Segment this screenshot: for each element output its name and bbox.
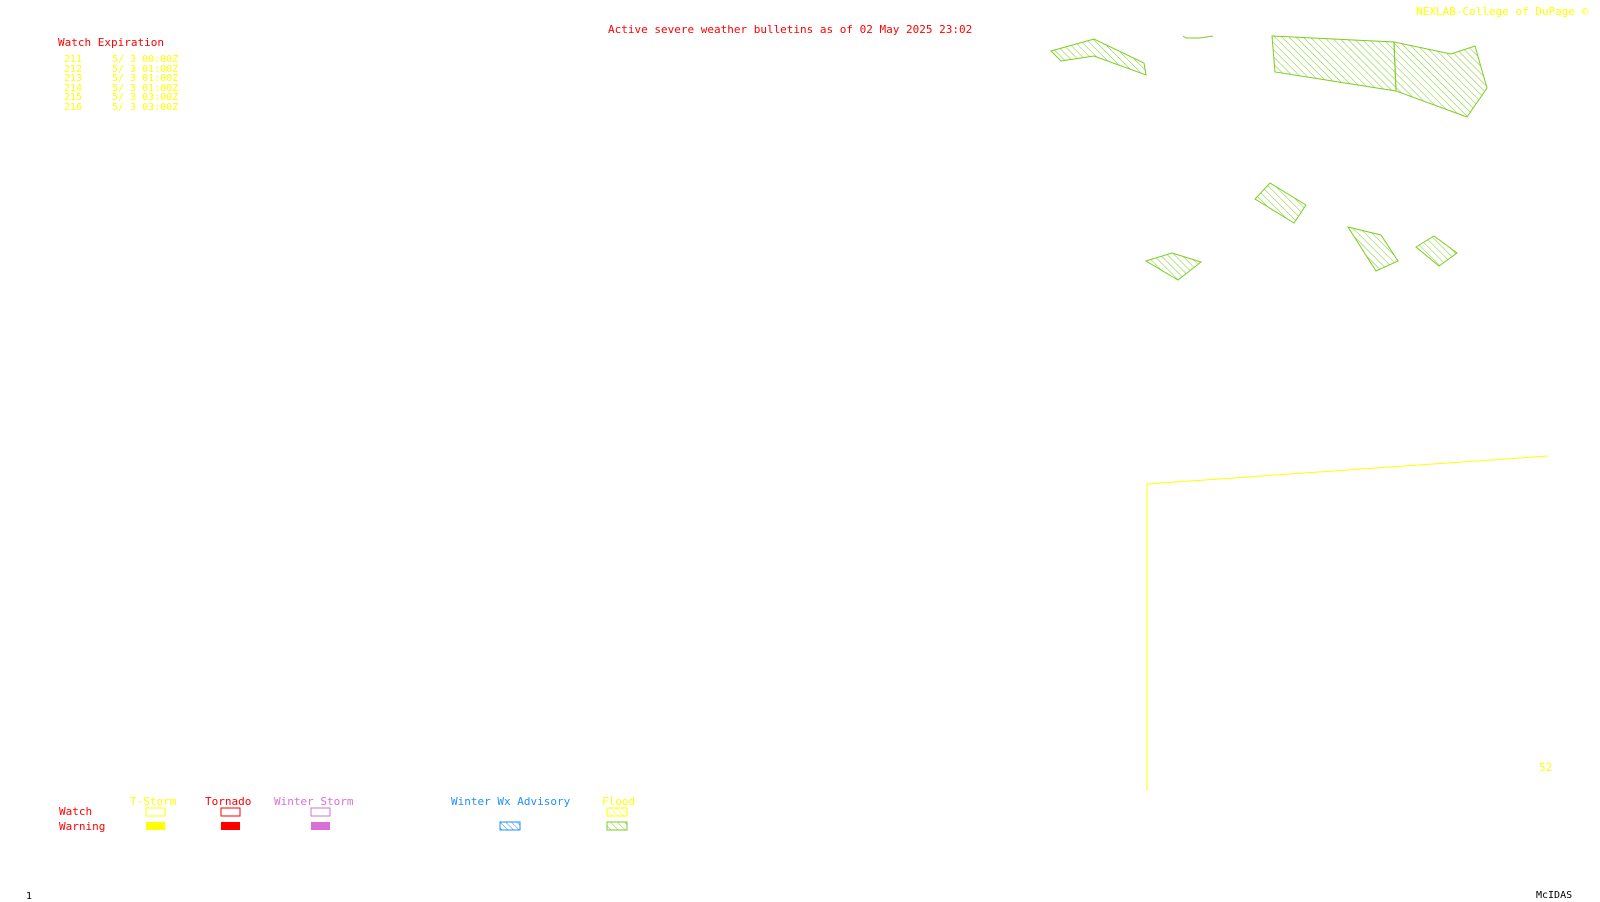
watch-number: 215 [64,92,83,103]
bulletin-title: Active severe weather bulletins as of 02… [608,23,973,36]
flood-warning-polygon [1050,38,1147,76]
legend-tstorm-label: T-Storm [130,795,177,808]
watch-number: 212 [64,63,83,75]
flood-warning-polygon [1271,35,1397,92]
legend-flood-label: Flood [602,795,636,808]
watch-expiration-time: 5/ 3 03:00Z [112,92,179,103]
watch-number: 213 [64,73,83,84]
watch-expiration-row: 212 5/ 3 01:00Z [64,63,179,75]
watch-expiration-time: 5/ 3 03:00Z [112,101,179,113]
flood-warning-polygon [1254,182,1307,224]
watch-expiration-row: 214 5/ 3 01:00Z [64,82,179,94]
legend-winter-advisory-box [499,821,521,831]
legend-winter-storm-warning-box [311,822,330,830]
watch-expiration-heading: Watch Expiration [58,36,164,49]
tstorm-watch-outline [1146,455,1549,791]
flood-warning-polygon [1144,252,1203,281]
legend-flood-warning-box [606,821,628,831]
legend-tstorm-warning-box [146,822,165,830]
watch-expiration-row: 213 5/ 3 01:00Z [64,74,178,84]
watch-number: 214 [64,82,83,94]
watch-expiration-row: 215 5/ 3 03:00Z [64,93,178,103]
legend-tornado-label: Tornado [205,795,252,808]
legend-winter-storm-label: Winter Storm [274,795,354,808]
legend-watch-row-label: Watch [59,805,93,818]
legend-tornado-warning-box [221,822,240,830]
legend-warning-row-label: Warning [59,820,106,833]
legend-winter-storm-watch-box [310,807,331,817]
legend-flood-watch-box [606,807,628,817]
watch-expiration-row: 216 5/ 3 03:00Z [64,101,179,113]
watch-number: 216 [64,101,83,113]
flood-warning-polygon [1182,35,1214,39]
frame-number: 1 [26,891,33,902]
legend-tornado-watch-box [220,807,241,817]
watch-expiration-time: 5/ 3 01:00Z [112,73,179,84]
software-label: McIDAS [1536,890,1573,901]
watch-expiration-time: 5/ 3 01:00Z [112,63,179,75]
flood-warning-polygon [1415,235,1458,267]
watch-number: 211 [64,54,83,65]
legend-tstorm-watch-box [145,807,166,817]
watch-number-label: 52 [1539,761,1553,774]
watch-expiration-list: 211 5/ 3 00:00Z 212 5/ 3 01:00Z 213 5/ 3 01:0… [64,55,178,112]
watch-expiration-row: 211 5/ 3 00:00Z [64,55,178,65]
flood-warning-polygon [1393,41,1488,118]
watch-expiration-time: 5/ 3 01:00Z [112,82,179,94]
watch-expiration-time: 5/ 3 00:00Z [112,54,179,65]
credit-label: NEXLAB-College of DuPage © [1416,5,1589,18]
legend-winter-advisory-label: Winter Wx Advisory [451,795,571,808]
flood-warning-polygon [1346,226,1399,272]
